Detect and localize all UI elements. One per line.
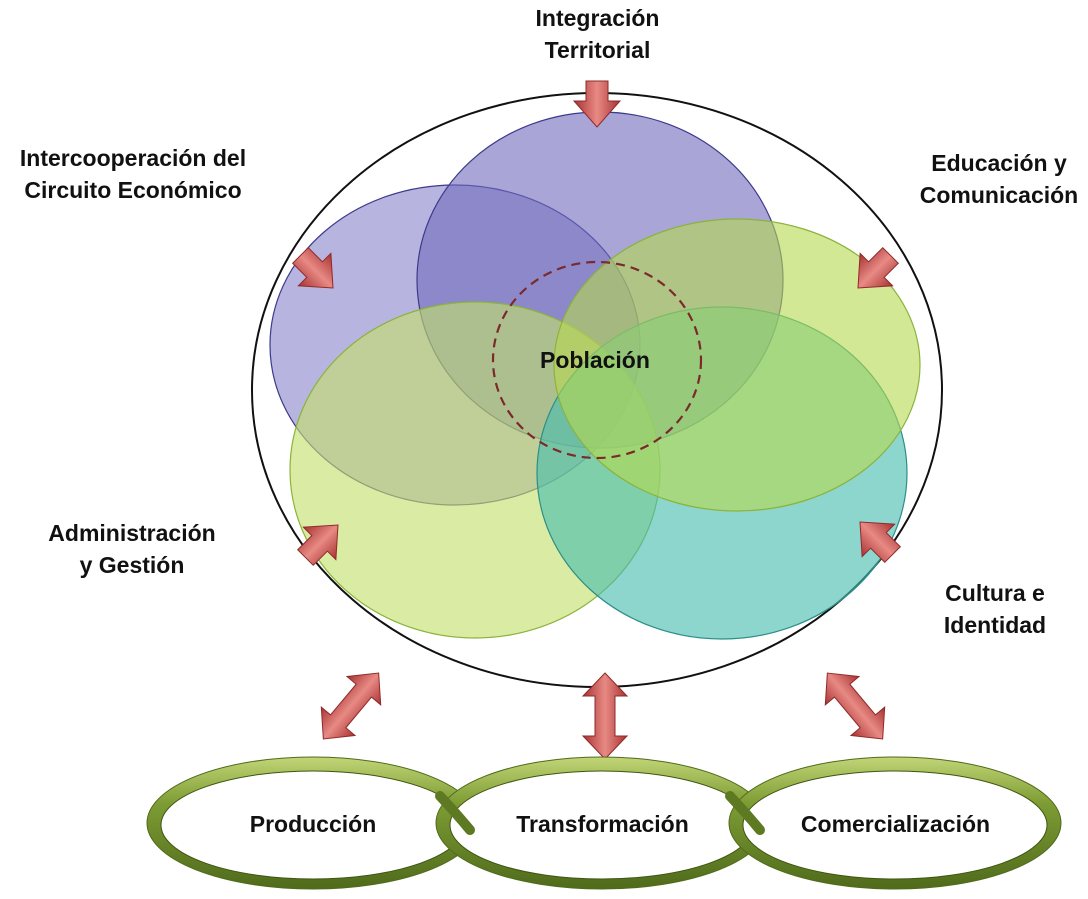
label-integracion: Integración Territorial: [520, 2, 675, 66]
label-cultura: Cultura e Identidad: [920, 577, 1070, 641]
label-integracion-line1: Integración: [535, 5, 660, 31]
poblacion-dashed-circle: [491, 260, 703, 460]
label-intercooperacion-line2: Circuito Económico: [24, 177, 242, 203]
label-administracion: Administración y Gestión: [38, 517, 226, 581]
label-intercooperacion-line1: Intercooperación del: [19, 145, 247, 171]
label-integracion-line2: Territorial: [544, 37, 651, 63]
circle-educacion: [553, 218, 921, 512]
double-arrow-produccion: [306, 658, 396, 754]
ring-link-right: [725, 791, 765, 835]
ring-produccion: [146, 756, 480, 890]
label-educacion-line1: Educación y: [931, 150, 1067, 176]
double-arrow-comercializacion: [810, 658, 900, 754]
label-poblacion: Población: [540, 347, 650, 373]
label-educacion: Educación y Comunicación: [912, 147, 1086, 211]
label-cultura-line2: Identidad: [943, 612, 1047, 638]
label-intercooperacion: Intercooperación del Circuito Económico: [2, 142, 264, 206]
label-cultura-line1: Cultura e: [945, 580, 1045, 606]
ring-comercializacion: [728, 756, 1062, 890]
label-educacion-line2: Comunicación: [919, 182, 1079, 208]
ring-transformacion: [435, 756, 769, 890]
label-comercializacion: Comercialización: [800, 811, 991, 837]
label-transformacion: Transformación: [516, 811, 689, 837]
label-administracion-line2: y Gestión: [79, 552, 185, 578]
ring-link-left: [435, 791, 475, 835]
label-produccion: Producción: [249, 811, 377, 837]
label-administracion-line1: Administración: [48, 520, 216, 546]
